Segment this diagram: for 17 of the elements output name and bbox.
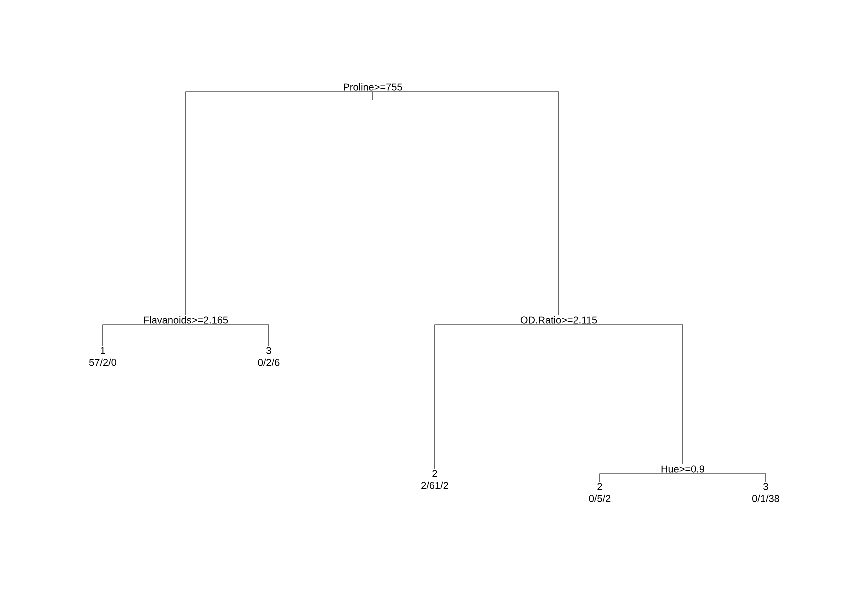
tree-branch [102,324,186,346]
tree-branch [682,474,766,482]
tree-branch [372,92,560,316]
leaf-label: 3 0/1/38 [752,483,780,502]
tree-branch [434,324,560,470]
split-label: Hue>=0.9 [662,466,704,473]
leaf-label: 1 57/2/0 [90,347,117,366]
split-label: Flavanoids>=2.165 [144,316,228,324]
leaf-label: 2 0/5/2 [589,483,611,502]
leaf-label: 2 2/61/2 [422,470,448,490]
tree-branch [558,324,684,465]
tree-branch [186,324,270,346]
split-label: OD.Ratio>=2.115 [520,316,598,324]
tree-branch [186,92,374,316]
tree-branch [600,474,684,482]
split-label: Proline>=755 [344,83,402,91]
leaf-label: 3 0/2/6 [258,347,280,366]
